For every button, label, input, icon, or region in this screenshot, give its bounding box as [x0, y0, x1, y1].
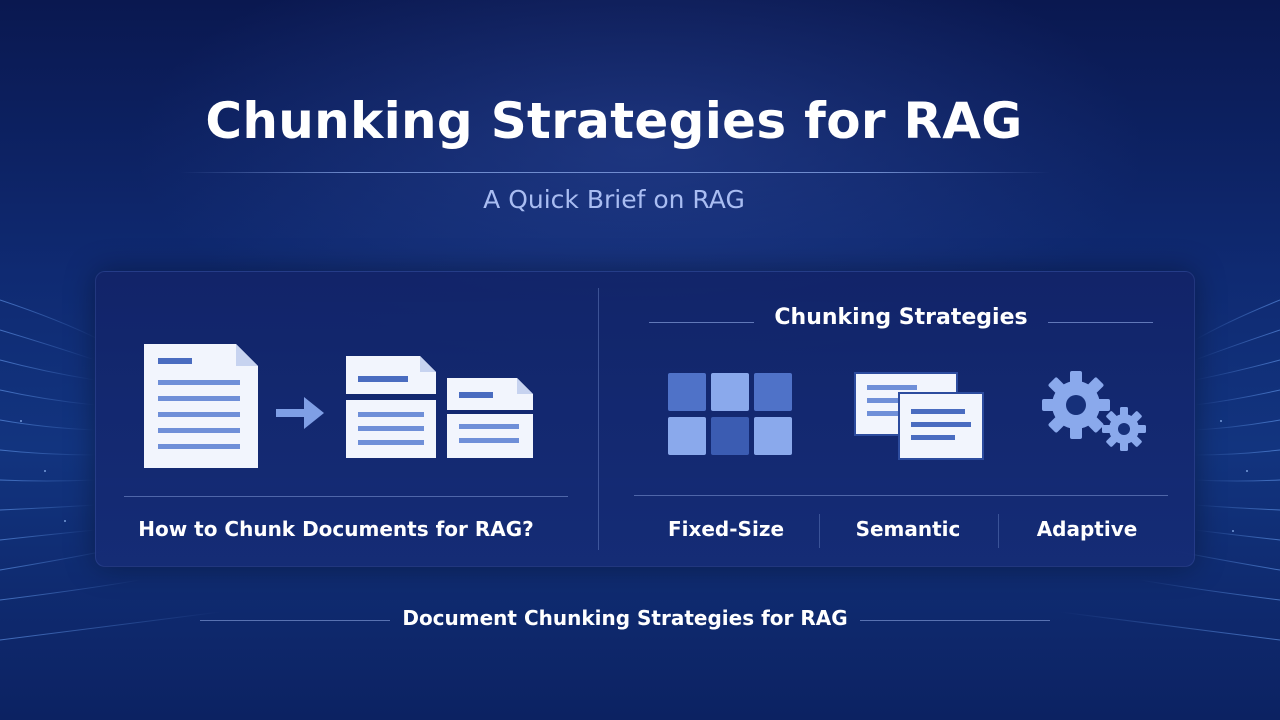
strategy-label-adaptive: Adaptive — [1036, 517, 1138, 541]
footer-caption: Document Chunking Strategies for RAG — [402, 606, 848, 630]
left-panel-caption: How to Chunk Documents for RAG? — [138, 517, 534, 541]
footer-rule-right — [860, 620, 1050, 621]
grid-blocks-icon — [668, 373, 792, 455]
slide-title: Chunking Strategies for RAG — [205, 92, 1023, 150]
slide-subtitle: A Quick Brief on RAG — [483, 185, 745, 214]
panel-vertical-divider — [598, 288, 599, 550]
arrow-right-icon — [276, 397, 324, 429]
strategies-divider — [634, 495, 1168, 496]
gears-icon — [1042, 371, 1146, 451]
chunk-document-icon — [346, 356, 436, 458]
footer-rule-left — [200, 620, 390, 621]
left-caption-divider — [124, 496, 568, 497]
strategy-label-semantic: Semantic — [855, 517, 961, 541]
document-icon — [144, 344, 258, 468]
chunk-document-icon — [447, 378, 533, 458]
heading-rule-left — [649, 322, 754, 323]
strategy-separator — [998, 514, 999, 548]
title-divider — [180, 172, 1050, 173]
heading-rule-right — [1048, 322, 1153, 323]
strategy-label-fixed-size: Fixed-Size — [667, 517, 785, 541]
stacked-cards-icon — [854, 372, 984, 460]
content-panel: How to Chunk Documents for RAG? Chunking… — [95, 271, 1195, 567]
strategies-heading: Chunking Strategies — [774, 305, 1028, 330]
strategy-separator — [819, 514, 820, 548]
